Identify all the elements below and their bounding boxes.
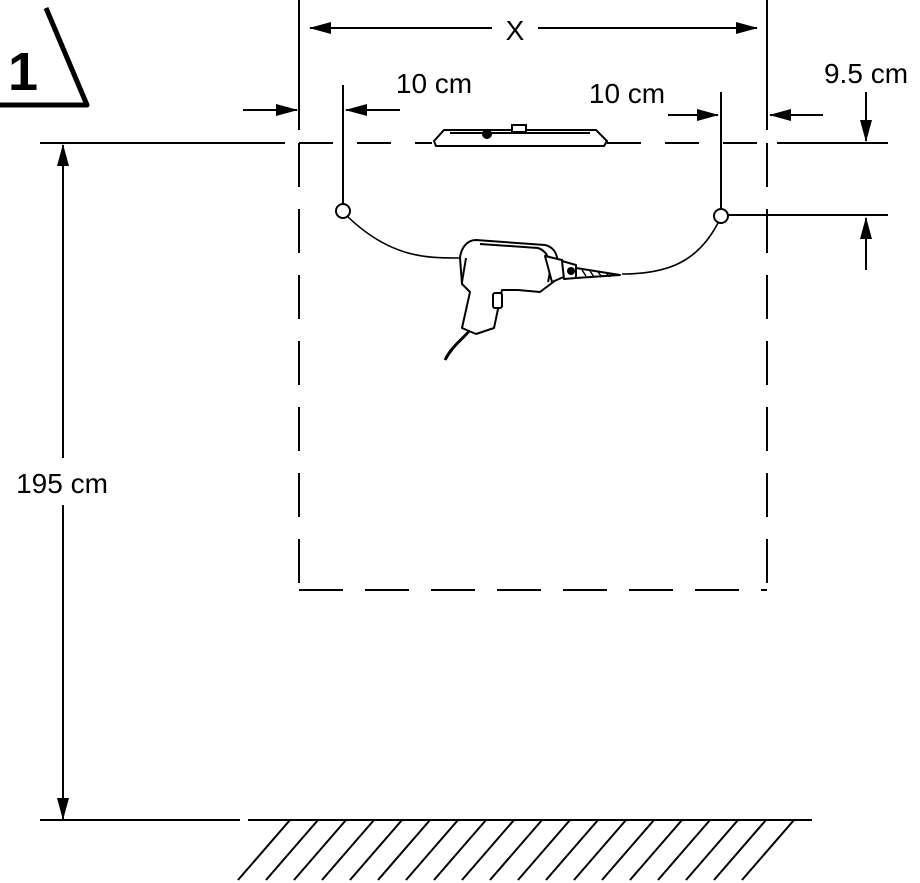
height-label: 195 cm — [16, 468, 108, 499]
hatch-stroke — [461, 819, 515, 881]
hatch-stroke — [685, 819, 739, 881]
hatch-stroke — [545, 819, 599, 881]
hatch-stroke — [293, 819, 347, 881]
right-offset-dimension — [668, 92, 823, 210]
hatch-stroke — [573, 819, 627, 881]
hatch-stroke — [629, 819, 683, 881]
right-drill-hole — [713, 208, 729, 224]
hatch-stroke — [349, 819, 403, 881]
hatch-stroke — [489, 819, 543, 881]
hatch-stroke — [433, 819, 487, 881]
width-dimension: X — [309, 15, 758, 46]
hatch-stroke — [601, 819, 655, 881]
right-offset-label: 10 cm — [589, 78, 665, 109]
cabinet-outline — [298, 0, 768, 591]
vertical-offset-label: 9.5 cm — [824, 58, 908, 89]
hatch-stroke — [237, 819, 291, 881]
width-label: X — [506, 15, 525, 46]
drill-hole-points — [335, 203, 729, 275]
step-number: 1 — [8, 42, 38, 102]
floor-hatching — [237, 819, 812, 881]
hatch-stroke — [405, 819, 459, 881]
hatch-stroke — [657, 819, 711, 881]
power-drill-icon — [443, 239, 621, 361]
vertical-offset-dimension — [727, 92, 888, 270]
hatch-stroke — [713, 819, 767, 881]
step-badge: 1 — [0, 7, 90, 108]
mounting-bracket — [432, 124, 609, 147]
hatch-stroke — [741, 819, 795, 881]
hatch-stroke — [377, 819, 431, 881]
hatch-stroke — [321, 819, 375, 881]
left-offset-dimension — [243, 85, 400, 205]
warning-triangle-icon — [0, 7, 90, 108]
left-drill-hole — [335, 203, 351, 219]
hatch-stroke — [265, 819, 319, 881]
left-offset-label: 10 cm — [396, 68, 472, 99]
hatch-stroke — [517, 819, 571, 881]
